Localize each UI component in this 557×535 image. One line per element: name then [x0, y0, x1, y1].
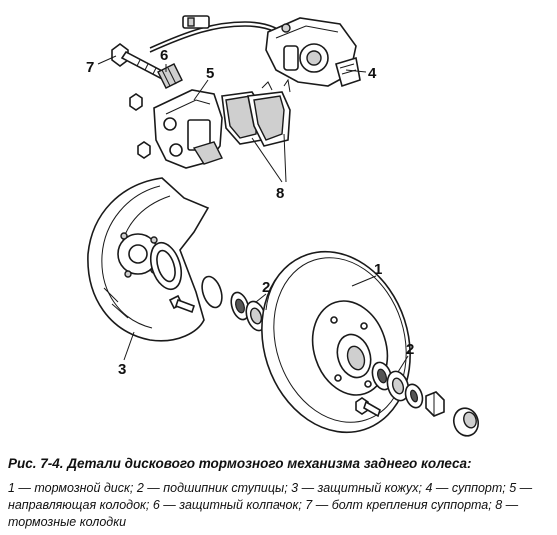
label-8: 8: [276, 185, 284, 202]
caliper: [265, 17, 361, 88]
hub-bearing-outer: [371, 361, 424, 409]
hub-nut: [425, 391, 445, 417]
label-3: 3: [118, 361, 126, 378]
caption-legend: 1 — тормозной диск; 2 — подшипник ступиц…: [8, 481, 533, 529]
shield-bolt: [168, 294, 196, 314]
label-5: 5: [206, 65, 214, 82]
hub-cap: [452, 407, 480, 437]
label-4: 4: [368, 65, 377, 82]
hub-ring: [149, 241, 183, 291]
leader-lines: [97, 55, 409, 373]
brake-exploded-diagram: 7 6 5 4 8 1 2 2 3: [86, 15, 480, 437]
label-1: 1: [374, 261, 382, 278]
label-2-left: 2: [262, 279, 270, 296]
wheel-bolt: [355, 397, 381, 418]
circlip: [201, 275, 223, 309]
brake-pads: [221, 78, 291, 147]
label-7: 7: [86, 59, 94, 76]
protective-shield: [87, 177, 210, 342]
pad-guide-bracket: [153, 89, 223, 169]
mounting-bolts: [129, 93, 151, 159]
label-6: 6: [160, 47, 168, 64]
figure-caption: Рис. 7-4. Детали дискового тормозного ме…: [8, 456, 553, 531]
caption-title: Рис. 7-4. Детали дискового тормозного ме…: [8, 456, 472, 471]
label-2-right: 2: [406, 341, 414, 358]
brake-disc: [261, 250, 411, 434]
callout-labels: 7 6 5 4 8 1 2 2 3: [86, 47, 414, 378]
protective-cap: [157, 63, 183, 89]
